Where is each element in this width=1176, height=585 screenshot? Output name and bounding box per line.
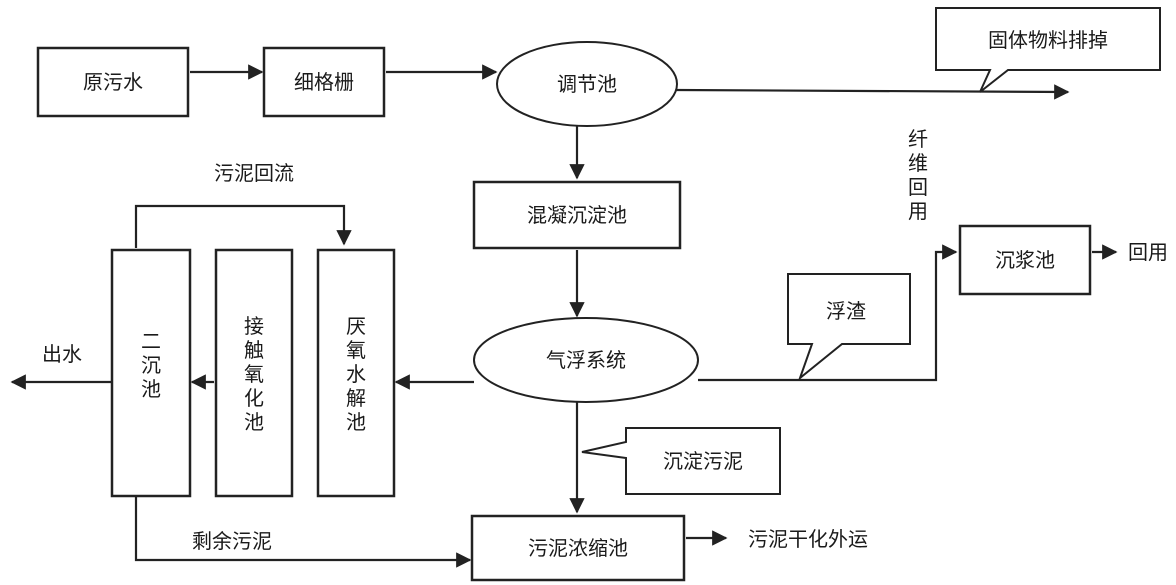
- node-sludge-thickener-label: 污泥浓缩池: [528, 536, 628, 560]
- callout-settled-sludge: 沉淀污泥: [581, 427, 781, 495]
- label-sludge-return: 污泥回流: [214, 161, 294, 185]
- label-fiber-reuse: 纤维回用: [908, 127, 928, 223]
- node-anaerobic-hydrolysis: 厌氧水解池: [316, 248, 396, 498]
- callout-solid-discharge: 固体物料排掉: [935, 7, 1161, 93]
- node-anaerobic-hydrolysis-label: 厌氧水解池: [346, 314, 366, 434]
- label-sludge-out: 污泥干化外运: [748, 527, 868, 551]
- node-pulp-tank-label: 沉浆池: [995, 248, 1055, 272]
- callout-scum: 浮渣: [787, 273, 911, 382]
- callout-scum-label: 浮渣: [826, 299, 866, 323]
- node-contact-oxidation-label: 接触氧化池: [244, 314, 264, 434]
- node-raw-water: 原污水: [36, 46, 190, 118]
- arrow-flotation-to-pulp-tank: [698, 244, 958, 382]
- label-reuse: 回用: [1128, 240, 1168, 264]
- arrow-excess-sludge: [134, 496, 472, 568]
- node-secondary-clarifier: 二沉池: [110, 248, 192, 498]
- callout-solid-discharge-label: 固体物料排掉: [988, 28, 1108, 52]
- arrow-equalization-to-solid-discharge: [675, 84, 1070, 100]
- node-air-flotation-label: 气浮系统: [546, 348, 626, 372]
- node-sludge-thickener: 污泥浓缩池: [470, 514, 686, 582]
- node-coagulation-label: 混凝沉淀池: [527, 203, 627, 227]
- node-equalization: 调节池: [496, 41, 678, 127]
- node-raw-water-label: 原污水: [83, 70, 143, 94]
- connectors: [10, 64, 1118, 568]
- label-effluent: 出水: [42, 342, 82, 366]
- node-coagulation: 混凝沉淀池: [472, 180, 682, 250]
- node-contact-oxidation: 接触氧化池: [214, 248, 294, 498]
- node-fine-screen: 细格栅: [262, 46, 386, 118]
- node-secondary-clarifier-label: 二沉池: [141, 329, 161, 401]
- callout-settled-sludge-label: 沉淀污泥: [663, 449, 743, 473]
- node-pulp-tank: 沉浆池: [958, 224, 1092, 296]
- label-excess-sludge: 剩余污泥: [192, 529, 272, 553]
- arrow-sludge-return: [134, 204, 352, 248]
- node-equalization-label: 调节池: [557, 72, 617, 96]
- node-air-flotation: 气浮系统: [473, 317, 699, 403]
- node-fine-screen-label: 细格栅: [294, 70, 354, 94]
